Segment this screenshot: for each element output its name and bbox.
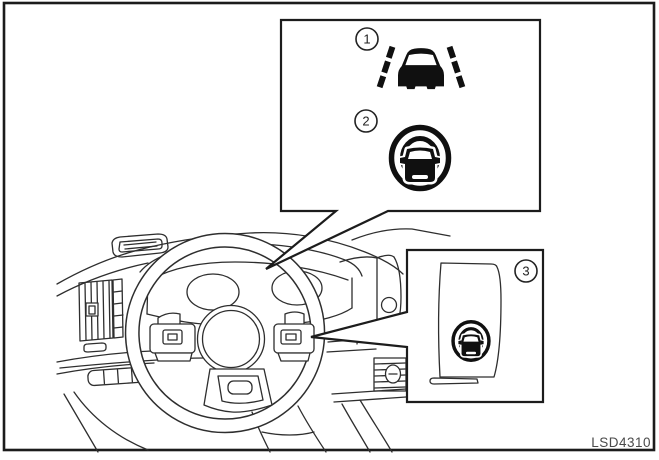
- callout-2-number: 2: [362, 114, 369, 129]
- right-spoke-switches: [273, 323, 315, 362]
- lane-departure-warning-icon: [376, 45, 466, 90]
- callout-box-switch: 3: [310, 248, 545, 404]
- dashboard: [56, 228, 451, 453]
- callout-2-badge: 2: [354, 109, 378, 133]
- right-stalk: [284, 311, 305, 326]
- figure-code: LSD4310: [591, 435, 651, 450]
- defroster-vent: [111, 233, 169, 258]
- callout-1-number: 1: [363, 32, 370, 47]
- callout-3-badge: 3: [514, 259, 538, 283]
- lower-spoke: [203, 368, 273, 413]
- start-button: [380, 296, 398, 314]
- steering-hub: [196, 304, 266, 374]
- steering-assist-switch-icon: [451, 320, 491, 362]
- left-air-vent: [78, 278, 124, 353]
- steering-wheel: [124, 232, 326, 434]
- steering-wheel-rim: [124, 232, 326, 434]
- right-air-vent: [373, 357, 407, 392]
- callout-box-indicators: 1 2: [265, 18, 542, 270]
- callout-3-number: 3: [522, 264, 529, 279]
- left-stalk: [157, 312, 181, 326]
- callout-1-badge: 1: [355, 27, 379, 51]
- callout-box-top-with-pointer: [265, 18, 542, 270]
- steering-assist-indicator-icon: [392, 128, 449, 189]
- headlight-switch-panel: [87, 366, 145, 387]
- left-spoke-switches: [149, 323, 196, 362]
